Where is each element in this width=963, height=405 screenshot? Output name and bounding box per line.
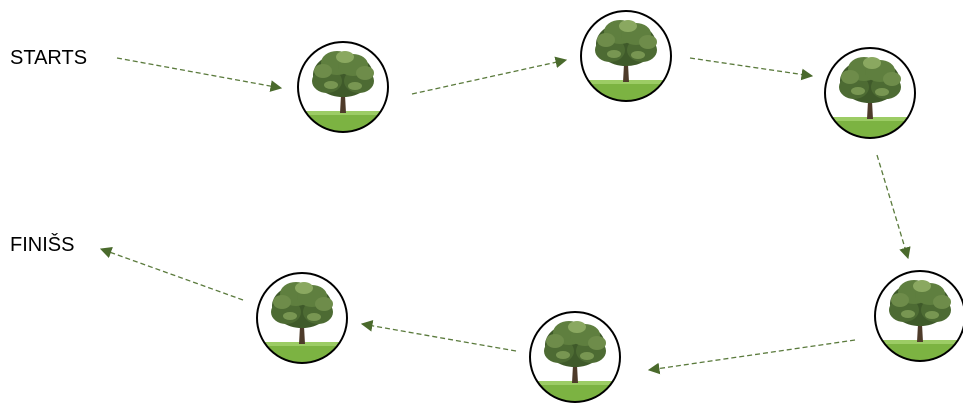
tree-node-5 (529, 311, 621, 403)
tree-node-2 (580, 10, 672, 102)
tree-node-4 (874, 270, 963, 362)
start-label: STARTS (10, 47, 87, 69)
path-arrows (99, 56, 911, 375)
finish-label: FINIŠS (10, 233, 74, 256)
arrow-tree-5-to-tree-6 (360, 320, 517, 352)
arrow-tree-3-to-tree-4 (876, 154, 911, 260)
arrow-tree-2-to-tree-3 (689, 57, 814, 81)
arrow-tree-1-to-tree-2 (411, 56, 568, 95)
arrow-tree-4-to-tree-5 (647, 339, 856, 375)
arrow-start-to-tree-1 (116, 57, 283, 92)
arrow-tree-6-to-finish (99, 247, 244, 301)
tree-node-6 (256, 272, 348, 364)
tree-node-1 (297, 41, 389, 133)
tree-node-3 (824, 47, 916, 139)
